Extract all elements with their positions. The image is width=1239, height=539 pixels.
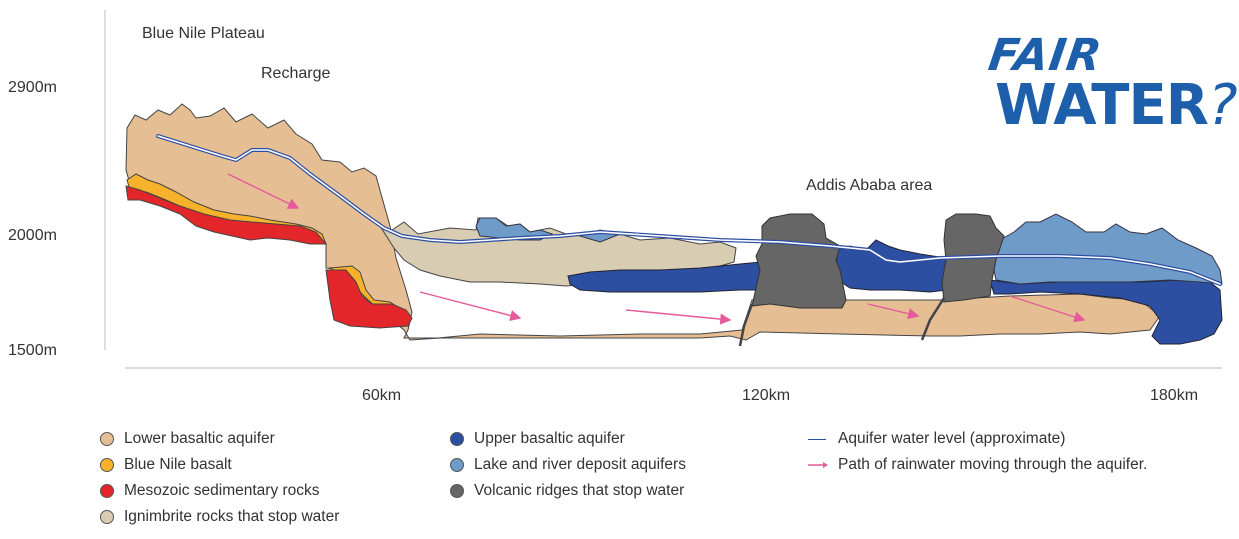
layer-ignimbrite (378, 217, 737, 287)
legend-swatch (450, 484, 464, 498)
legend-label: Blue Nile basalt (124, 456, 232, 473)
layer-volcanic-ridge-west (751, 213, 847, 309)
legend-item: Blue Nile basalt (100, 456, 232, 474)
region-label-plateau: Blue Nile Plateau (142, 25, 265, 42)
legend-item: Mesozoic sedimentary rocks (100, 482, 320, 500)
legend-item: Path of rainwater moving through the aqu… (808, 456, 1147, 474)
legend-label: Mesozoic sedimentary rocks (124, 482, 320, 499)
region-label-addis: Addis Ababa area (806, 177, 932, 194)
y-tick-label: 2000m (8, 227, 57, 244)
legend-item: Lower basaltic aquifer (100, 430, 275, 448)
rainwater-path-arrow (867, 303, 920, 320)
legend-label: Aquifer water level (approximate) (838, 430, 1066, 447)
x-tick-label: 60km (362, 387, 401, 404)
legend-swatch (100, 432, 114, 446)
aquifer-water-level-inner (157, 135, 1221, 285)
y-tick-label: 2900m (8, 79, 57, 96)
legend-label: Upper basaltic aquifer (474, 430, 625, 447)
rainwater-path-arrow (419, 291, 522, 321)
legend-swatch-line (808, 438, 826, 440)
legend-label: Path of rainwater moving through the aqu… (838, 456, 1148, 473)
legend-item: Volcanic ridges that stop water (450, 482, 684, 500)
legend-label: Lower basaltic aquifer (124, 430, 275, 447)
legend-label: Lake and river deposit aquifers (474, 456, 686, 473)
rainwater-path-arrow (1009, 295, 1086, 323)
legend-swatch (450, 458, 464, 472)
legend-swatch (100, 458, 114, 472)
rainwater-path-arrow (227, 173, 300, 209)
layer-mesozoic (125, 185, 328, 245)
legend-item: Aquifer water level (approximate) (808, 430, 1065, 448)
fault-line (920, 297, 946, 341)
legend-swatch-arrow (808, 462, 828, 468)
legend-swatch (100, 510, 114, 524)
legend-item: Lake and river deposit aquifers (450, 456, 686, 474)
legend-label: Ignimbrite rocks that stop water (124, 508, 340, 525)
legend-swatch (100, 484, 114, 498)
legend-label: Volcanic ridges that stop water (474, 482, 685, 499)
y-tick-label: 1500m (8, 342, 57, 359)
rainwater-path-arrow (625, 309, 732, 325)
fault-line (738, 303, 754, 347)
fair-water-logo: FAIR WATER? (985, 30, 1237, 140)
legend-item: Upper basaltic aquifer (450, 430, 625, 448)
layer-mesozoic-lower (325, 269, 413, 329)
x-tick-label: 120km (742, 387, 790, 404)
legend-item: Ignimbrite rocks that stop water (100, 508, 339, 526)
logo-word-water: WATER? (995, 73, 1238, 138)
region-label-recharge: Recharge (261, 65, 330, 82)
legend-swatch (450, 432, 464, 446)
logo-question-mark: ? (1207, 73, 1238, 138)
x-tick-label: 180km (1150, 387, 1198, 404)
